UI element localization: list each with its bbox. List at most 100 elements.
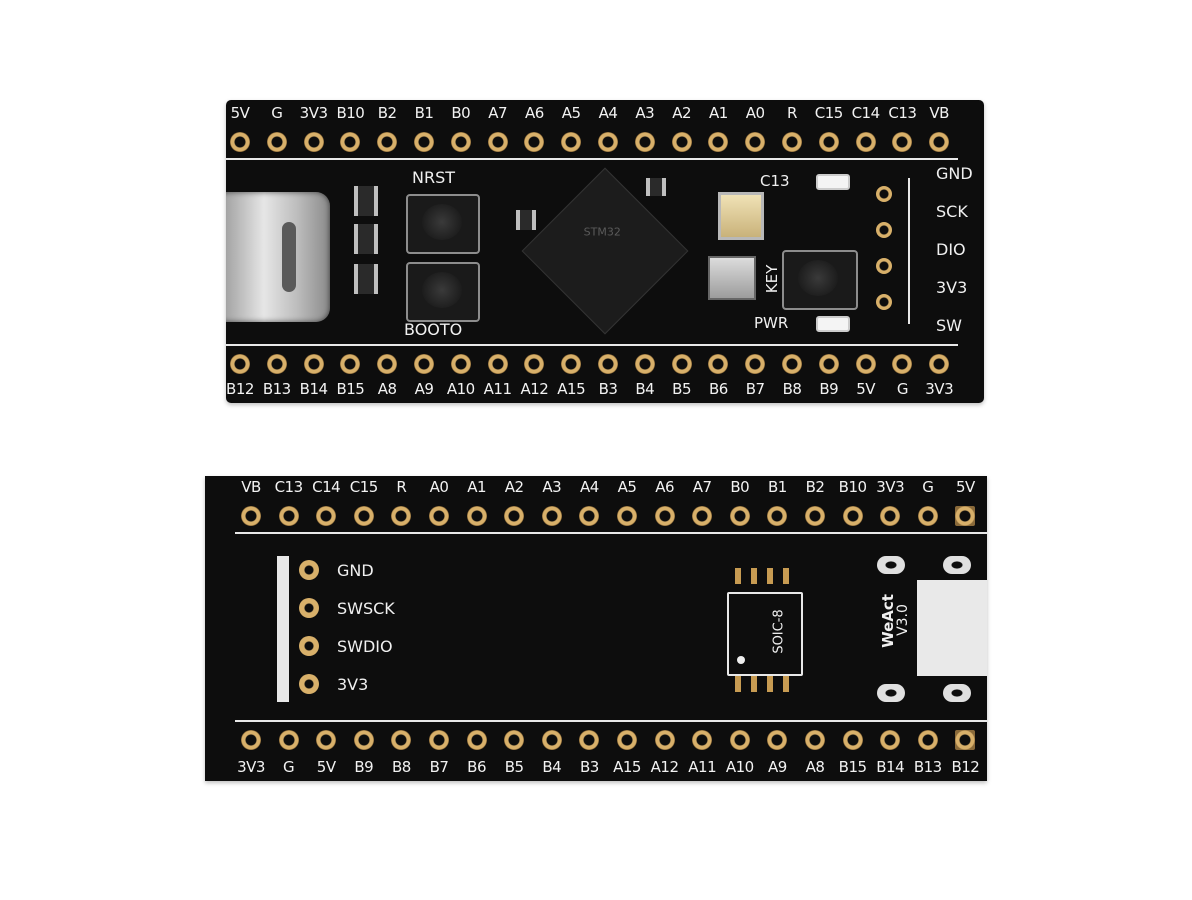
smd-component [354,224,378,254]
pin-label: A4 [579,478,599,496]
pin-pad [303,132,324,152]
pin-pad [353,730,374,750]
usb-c-connector-back [917,580,987,676]
pin-label: B13 [913,758,942,776]
pin-label: 3V3 [925,380,954,398]
pin-label: B14 [299,380,328,398]
pin-pad [767,506,788,526]
pin-label: A0 [745,104,765,122]
soic-pad [751,568,757,584]
nrst-button[interactable] [406,194,480,254]
soic-pad [767,676,773,692]
power-led [816,316,850,332]
crystal-oscillator [718,192,764,240]
boot0-label: BOOTO [404,320,463,339]
pin-pad [842,730,863,750]
pin-label: G [922,478,934,496]
pin-pad [929,132,950,152]
swd-pad [876,294,892,310]
pin-label: A15 [613,758,641,776]
pin-label: B9 [354,758,374,776]
pin-pad [782,354,802,374]
pin-pad [892,132,913,152]
silk-line [235,532,987,534]
pin-label: A8 [805,758,825,776]
pin-pad [818,354,839,374]
pin-label: A6 [655,478,674,496]
pin-label: B5 [504,758,524,776]
pin-pad [450,132,471,152]
pin-label: 3V3 [876,478,905,496]
silk-bar [277,556,289,702]
pin-pad [579,506,600,526]
pin-label: A8 [377,380,397,398]
pin-label: VB [241,478,261,496]
pin-pad [654,730,675,750]
pin-label: B7 [745,380,765,398]
rtc-crystal [708,256,756,300]
pin-pad [692,730,713,750]
soic-pad [767,568,773,584]
pin-label: C14 [312,478,341,496]
pin-pad [579,730,600,750]
pin-label: A10 [725,758,754,776]
pin-pad [955,506,976,526]
pin-label: B2 [377,104,397,122]
pin-label: B1 [767,478,787,496]
swd-label: GND [936,164,973,183]
pin-pad [340,132,361,152]
pin-label: B4 [635,380,655,398]
pin-pad [818,132,839,152]
pin-label: A6 [524,104,544,122]
soic-label: SOIC-8 [771,609,787,654]
boot0-button[interactable] [406,262,480,322]
swd-pad [876,258,892,274]
pin-label: A4 [598,104,618,122]
pin-pad [708,132,729,152]
pin-label: B10 [336,104,365,122]
pin-label: A7 [488,104,507,122]
pin-pad [429,730,449,750]
pin-label: A11 [483,380,512,398]
swd-pad [299,674,319,694]
pin-label: A12 [520,380,549,398]
key-button[interactable] [782,250,858,310]
pin-pad [429,506,449,526]
pwr-label: PWR [754,314,789,332]
pin-pad [266,354,287,374]
pin-pad [278,730,299,750]
silk-line [235,720,987,722]
pin-label: G [283,758,295,776]
pin-label: 5V [230,104,250,122]
pin-pad [230,132,250,152]
pin-label: B15 [336,380,365,398]
pin-label: B0 [451,104,471,122]
soic-pad [735,676,741,692]
swd-label: SCK [936,202,968,221]
silk-line [908,178,910,324]
pin-label: A9 [414,380,434,398]
pin-pad [654,506,675,526]
pin-pad [230,354,250,374]
pin-pad [598,354,618,374]
pin-label: A1 [467,478,486,496]
pin-label: A3 [542,478,562,496]
pin-pad [316,506,337,526]
silk-line [226,158,958,160]
smd-component [646,178,666,196]
pin-pad [241,730,261,750]
pin-label: A12 [650,758,679,776]
usb-mount-pad [877,684,905,702]
pin-pad [504,730,525,750]
pin-pad [414,354,434,374]
pin-label: B9 [819,380,839,398]
pin-pad [598,132,618,152]
c13-led [816,174,850,190]
pin-pad [278,506,299,526]
pin-label: B12 [951,758,980,776]
soic-pad [751,676,757,692]
pin-pad [729,730,750,750]
pin-label: B6 [708,380,728,398]
soic-pad [783,568,789,584]
